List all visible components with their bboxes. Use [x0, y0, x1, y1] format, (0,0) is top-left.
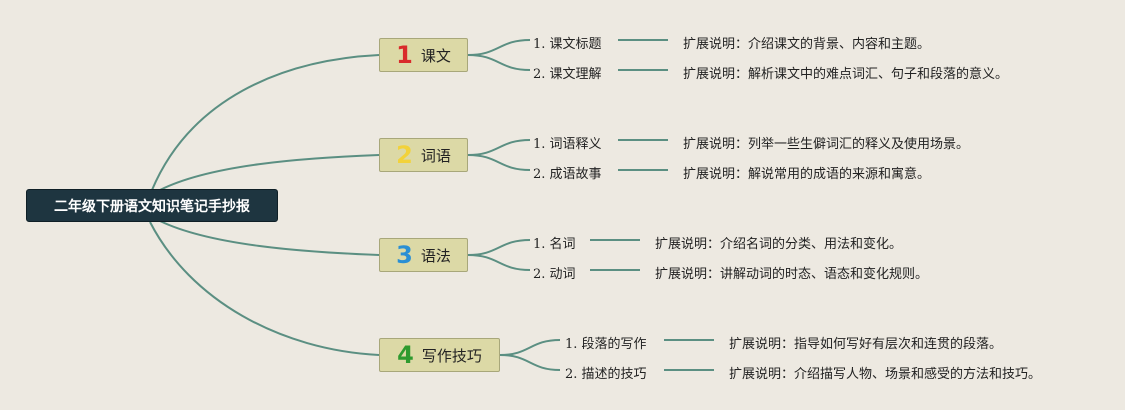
subtopic-item[interactable]: 1. 词语释义: [533, 137, 602, 152]
subtopic-description[interactable]: 扩展说明：介绍课文的背景、内容和主题。: [683, 37, 931, 52]
branch-3-link-2: [467, 254, 531, 271]
branch-2-link-1: [467, 139, 531, 156]
branch-4-link-1: [499, 339, 561, 356]
number-1-icon: 1: [396, 41, 413, 69]
subtopic-item[interactable]: 1. 课文标题: [533, 37, 602, 52]
branch-1-link-2: [467, 54, 531, 71]
subtopic-item[interactable]: 2. 动词: [533, 267, 576, 282]
branch-3-link-1: [467, 239, 531, 256]
central-topic-label: 二年级下册语文知识笔记手抄报: [54, 198, 250, 215]
subtopic-item[interactable]: 2. 描述的技巧: [565, 367, 647, 382]
number-2-icon: 2: [396, 141, 413, 169]
root-link-2: [159, 154, 380, 191]
root-link-4: [149, 221, 380, 356]
branch-label: 写作技巧: [421, 346, 482, 365]
subtopic-description[interactable]: 扩展说明：列举一些生僻词汇的释义及使用场景。: [683, 137, 970, 152]
branch-2-link-2: [467, 154, 531, 171]
branch-label: 词语: [420, 146, 451, 165]
subtopic-description[interactable]: 扩展说明：介绍描写人物、场景和感受的方法和技巧。: [729, 367, 1042, 382]
branch-yufa[interactable]: 3 语法: [379, 238, 468, 272]
number-4-icon: 4: [397, 341, 414, 369]
branch-kewen[interactable]: 1 课文: [379, 38, 468, 72]
number-3-icon: 3: [396, 241, 413, 269]
subtopic-item[interactable]: 2. 课文理解: [533, 67, 602, 82]
branch-xiezuo[interactable]: 4 写作技巧: [379, 338, 500, 372]
subtopic-description[interactable]: 扩展说明：指导如何写好有层次和连贯的段落。: [729, 337, 1003, 352]
branch-label: 语法: [420, 246, 451, 265]
subtopic-description[interactable]: 扩展说明：讲解动词的时态、语态和变化规则。: [655, 267, 929, 282]
branch-4-link-2: [499, 354, 561, 371]
subtopic-description[interactable]: 扩展说明：解说常用的成语的来源和寓意。: [683, 167, 931, 182]
root-link-3: [159, 220, 380, 256]
subtopic-description[interactable]: 扩展说明：解析课文中的难点词汇、句子和段落的意义。: [683, 67, 1009, 82]
subtopic-item[interactable]: 2. 成语故事: [533, 167, 602, 182]
branch-label: 课文: [420, 46, 451, 65]
subtopic-item[interactable]: 1. 名词: [533, 237, 576, 252]
branch-ciyu[interactable]: 2 词语: [379, 138, 468, 172]
subtopic-description[interactable]: 扩展说明：介绍名词的分类、用法和变化。: [655, 237, 903, 252]
central-topic[interactable]: 二年级下册语文知识笔记手抄报: [26, 189, 278, 222]
root-link-1: [151, 54, 380, 191]
branch-1-link-1: [467, 39, 531, 56]
subtopic-item[interactable]: 1. 段落的写作: [565, 337, 647, 352]
